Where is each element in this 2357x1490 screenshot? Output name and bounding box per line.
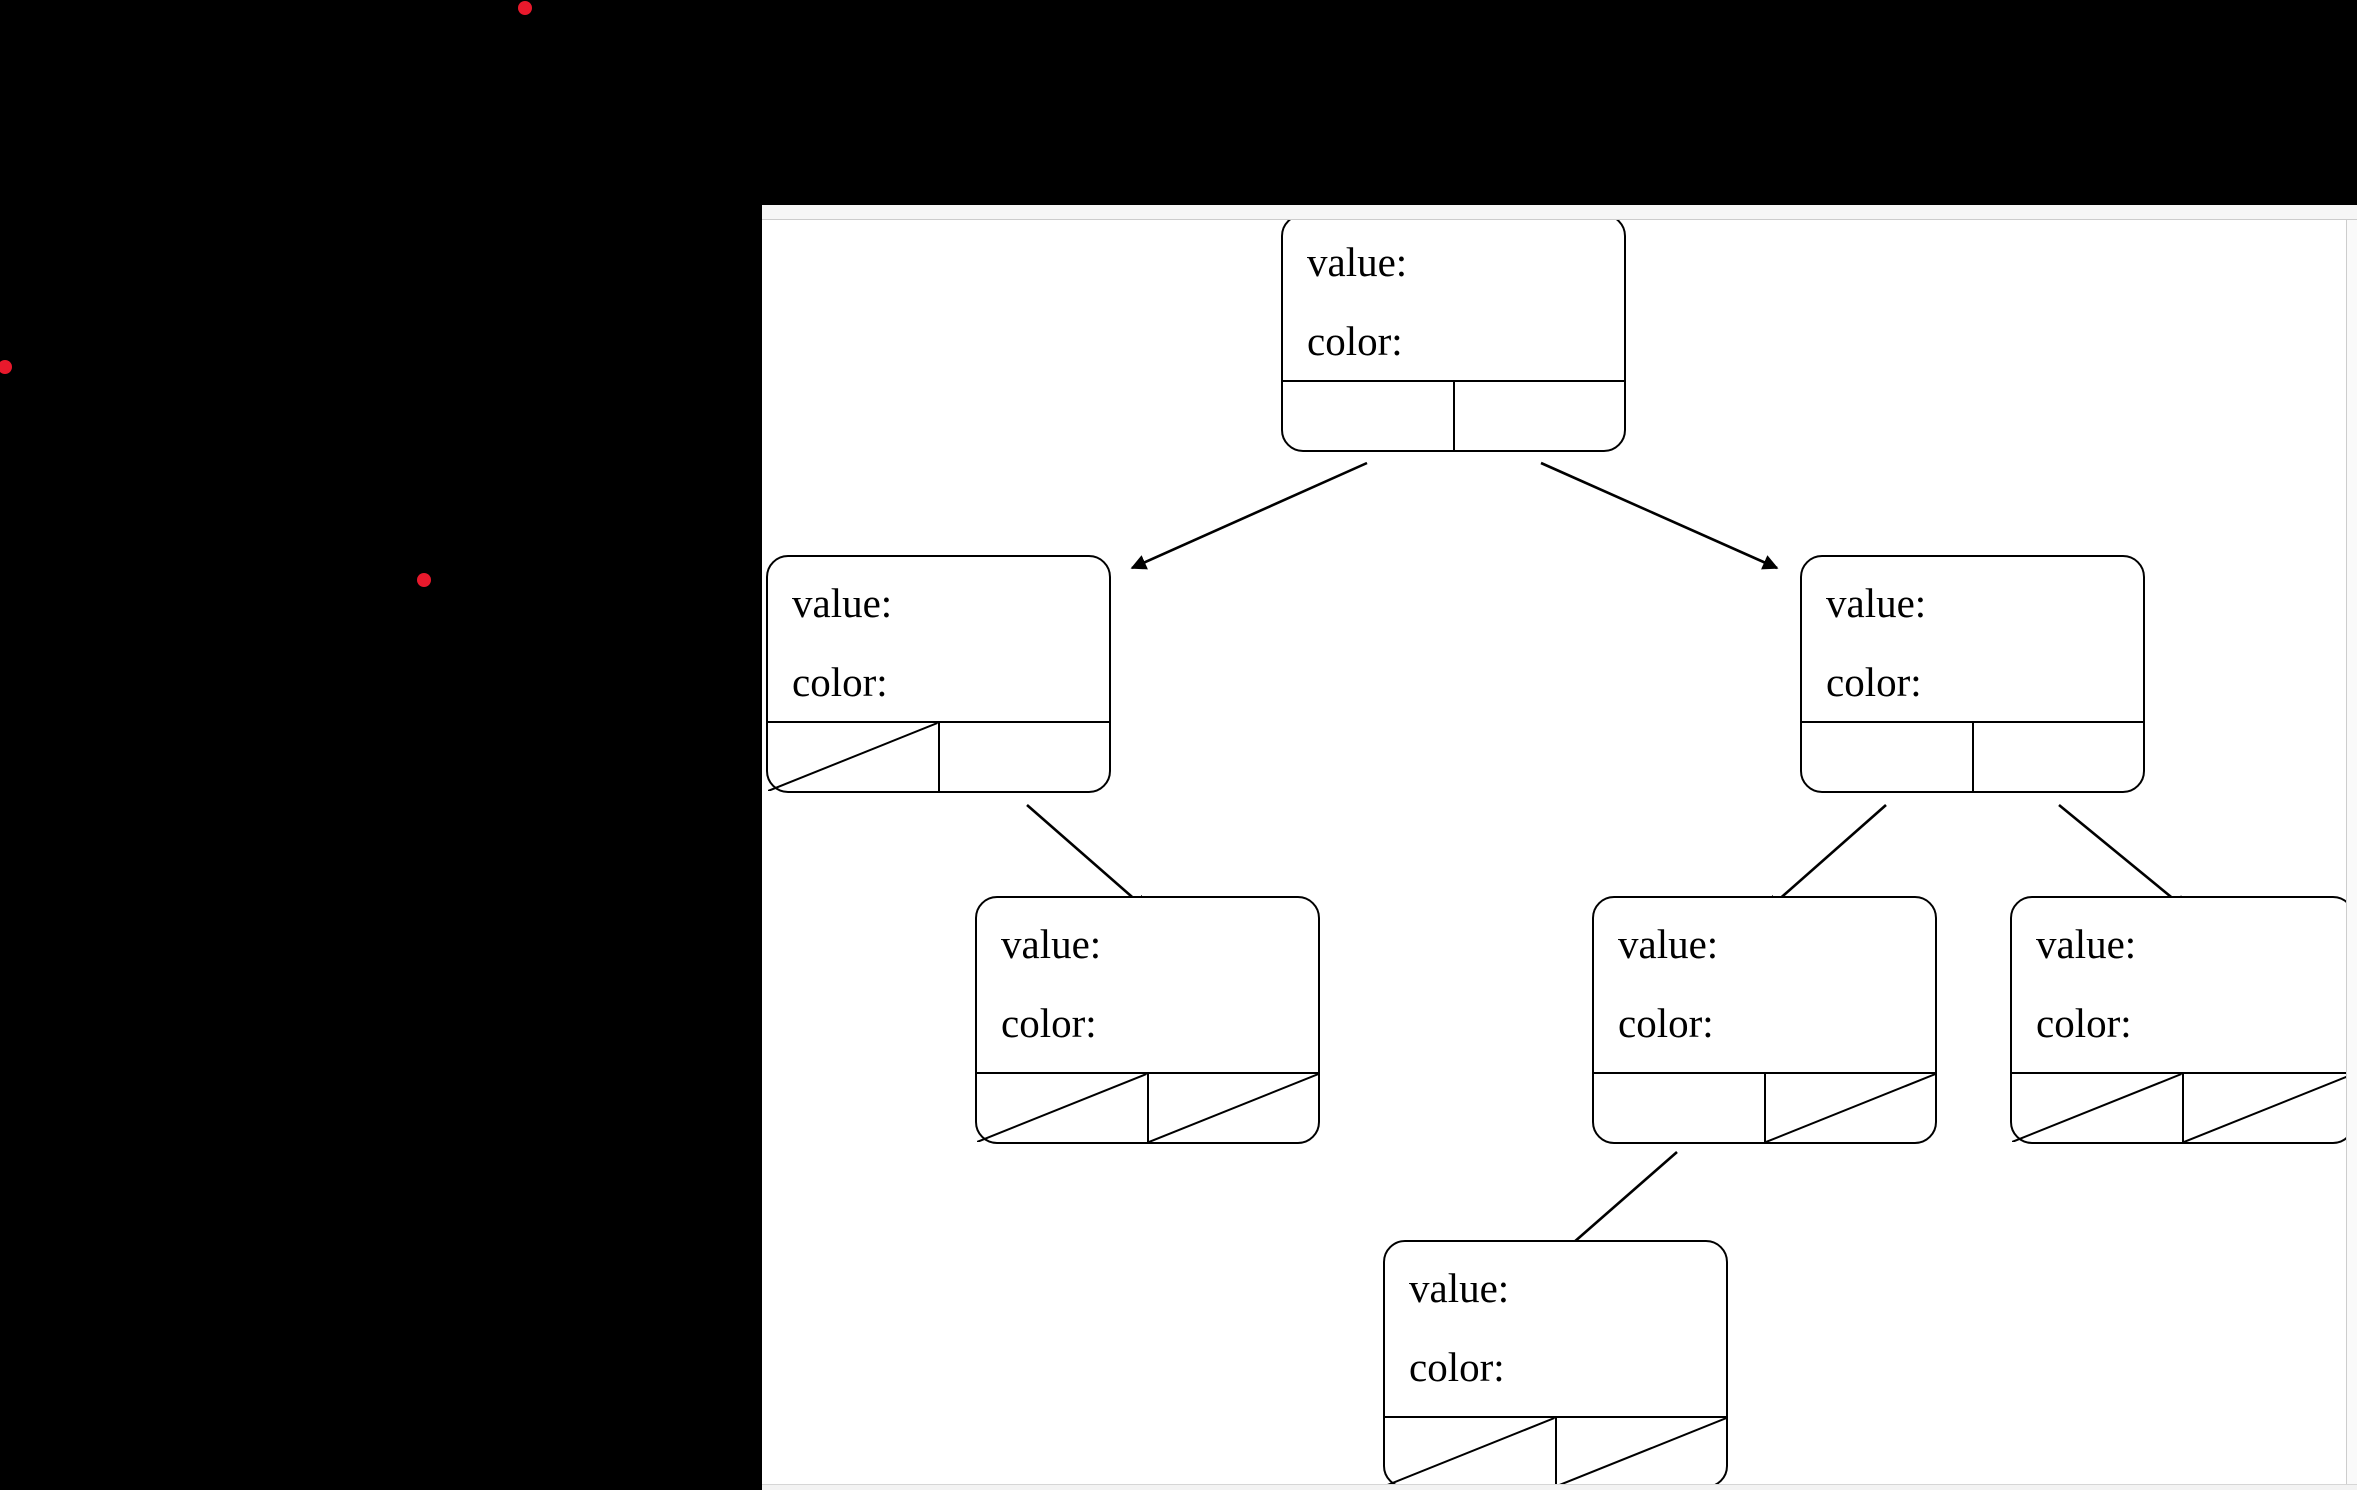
node-fields-right-left-left: value: color: <box>1385 1242 1726 1422</box>
node-left-pointer[interactable] <box>1283 382 1453 450</box>
tree-node-left-right[interactable]: value: color: <box>975 896 1320 1144</box>
node-value-label: value: <box>1307 239 1408 285</box>
node-fields-right-left: value: color: <box>1594 898 1935 1078</box>
node-left-pointer[interactable] <box>1802 723 1972 791</box>
node-value-label: value: <box>1618 921 1719 967</box>
node-value-label: value: <box>1826 580 1927 626</box>
node-color-label: color: <box>792 659 888 705</box>
node-right-pointer[interactable] <box>1971 723 2144 791</box>
node-value-label: value: <box>792 580 893 626</box>
node-left-pointer-null[interactable] <box>768 723 938 791</box>
node-pointers-root <box>1283 380 1624 450</box>
vertical-scrollbar[interactable] <box>2346 220 2357 1485</box>
node-pointers-left-right <box>977 1072 1318 1142</box>
node-fields-root: value: color: <box>1283 220 1624 386</box>
edge-right-rightright <box>2058 803 2189 912</box>
node-pointers-right-left-left <box>1385 1416 1726 1486</box>
tree-node-root[interactable]: value: color: <box>1281 220 1626 452</box>
node-right-pointer-null[interactable] <box>1146 1074 1319 1142</box>
tree-node-right-left-left[interactable]: value: color: <box>1383 1240 1728 1488</box>
node-color-label: color: <box>1618 1000 1714 1046</box>
node-fields-left: value: color: <box>768 557 1109 727</box>
node-fields-right: value: color: <box>1802 557 2143 727</box>
viewer-topbar <box>762 205 2357 220</box>
node-color-label: color: <box>1826 659 1922 705</box>
node-color-label: color: <box>1307 318 1403 364</box>
node-fields-left-right: value: color: <box>977 898 1318 1078</box>
node-right-pointer[interactable] <box>1452 382 1625 450</box>
node-pointers-right-left <box>1594 1072 1935 1142</box>
node-right-pointer-null[interactable] <box>1763 1074 1936 1142</box>
node-left-pointer[interactable] <box>1594 1074 1764 1142</box>
node-pointers-right-right <box>2012 1072 2353 1142</box>
edge-right-rightleft <box>1765 804 1887 912</box>
node-value-label: value: <box>2036 921 2137 967</box>
node-left-pointer-null[interactable] <box>2012 1074 2182 1142</box>
node-right-pointer[interactable] <box>937 723 1110 791</box>
node-pointers-right <box>1802 721 2143 791</box>
edge-root-right <box>1540 461 1779 570</box>
diagram-viewer-panel: value: color: value: color: <box>762 205 2357 1490</box>
node-value-label: value: <box>1409 1265 1510 1311</box>
node-color-label: color: <box>2036 1000 2132 1046</box>
node-right-pointer-null[interactable] <box>2181 1074 2354 1142</box>
node-value-label: value: <box>1001 921 1102 967</box>
tree-node-right[interactable]: value: color: <box>1800 555 2145 793</box>
diagram-canvas[interactable]: value: color: value: color: <box>762 220 2357 1490</box>
tree-node-right-right[interactable]: value: color: <box>2010 896 2355 1144</box>
red-dot-mid <box>417 573 431 587</box>
node-right-pointer-null[interactable] <box>1554 1418 1727 1486</box>
node-left-pointer-null[interactable] <box>1385 1418 1555 1486</box>
node-color-label: color: <box>1001 1000 1097 1046</box>
tree-node-left[interactable]: value: color: <box>766 555 1111 793</box>
edge-left-leftright <box>1026 804 1149 912</box>
viewer-bottom-edge <box>762 1484 2357 1490</box>
red-dot-top <box>518 1 532 15</box>
edge-root-left <box>1130 461 1368 570</box>
node-pointers-left <box>768 721 1109 791</box>
node-left-pointer-null[interactable] <box>977 1074 1147 1142</box>
tree-node-right-left[interactable]: value: color: <box>1592 896 1937 1144</box>
node-fields-right-right: value: color: <box>2012 898 2353 1078</box>
node-color-label: color: <box>1409 1344 1505 1390</box>
red-dot-left <box>0 360 12 374</box>
